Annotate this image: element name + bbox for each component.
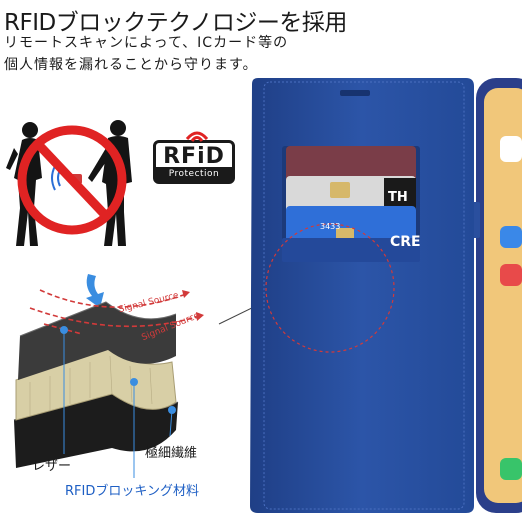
- prohibition-icon: [17, 125, 127, 235]
- leather-label: レザー: [32, 459, 72, 474]
- subtitle-line-2: 個人情報を漏れることから守ります。: [4, 57, 258, 73]
- card-front-number: 3433: [320, 222, 341, 231]
- scan-range-circle: [265, 223, 395, 353]
- headline: RFIDブロックテクノロジーを採用: [4, 10, 347, 36]
- no-scanning-illustration: [6, 120, 132, 246]
- card-mid-label: TH: [388, 190, 408, 205]
- phone-case-illustration: [250, 78, 522, 513]
- fiber-layer: [16, 348, 176, 420]
- layer-diagram: [13, 274, 204, 478]
- arrow-down-icon: [86, 274, 104, 308]
- rfid-protection-badge: RFiD Protection: [153, 131, 235, 184]
- subtitle-line-1: リモートスキャンによって、ICカード等の: [4, 35, 289, 51]
- fiber-label: 極細繊維: [145, 446, 198, 461]
- case-cover: [250, 78, 474, 513]
- badge-subtitle: Protection: [156, 167, 232, 181]
- wifi-signal-icon: [185, 131, 209, 142]
- badge-title: RFiD: [163, 144, 225, 169]
- rfid-material-label: RFIDブロッキング材料: [65, 484, 199, 499]
- card-front-label: CRE: [390, 234, 421, 250]
